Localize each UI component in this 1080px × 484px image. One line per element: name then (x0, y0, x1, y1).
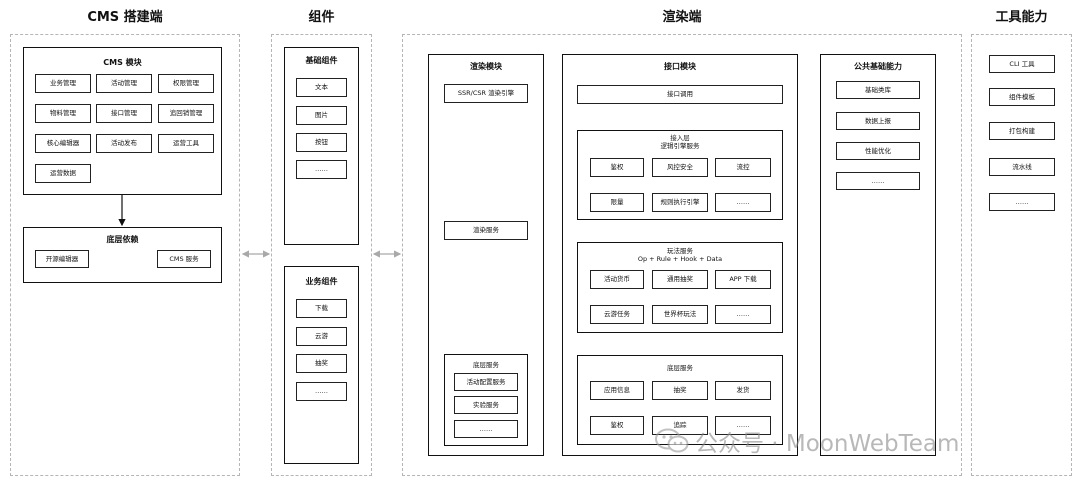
common-more: …… (836, 172, 920, 190)
common-base-library: 基础类库 (836, 81, 920, 99)
cms-item-ops-tools: 运营工具 (158, 134, 214, 153)
tool-cli: CLI 工具 (989, 55, 1055, 73)
logic-engine-title: 逻辑引擎服务 (660, 142, 700, 150)
access-more: …… (715, 193, 771, 212)
business-component-lottery: 抽奖 (296, 354, 347, 373)
tool-component-template: 组件模板 (989, 88, 1055, 106)
play-activity-currency: 活动货币 (590, 270, 644, 289)
play-service-title: 玩法服务 (667, 247, 693, 255)
basic-components-title: 基础组件 (305, 56, 338, 65)
business-component-cloud-game: 云游 (296, 327, 347, 346)
section-title-render: 渲染端 (662, 10, 702, 25)
render-service: 渲染服务 (444, 221, 528, 240)
base-delivery: 发货 (715, 381, 771, 400)
business-component-download: 下载 (296, 299, 347, 318)
access-rule-engine: 规则执行引擎 (652, 193, 708, 212)
cms-item-core-editor: 核心编辑器 (35, 134, 91, 153)
base-app-info: 应用信息 (590, 381, 644, 400)
section-title-tools: 工具能力 (995, 10, 1048, 25)
section-title-cms: CMS 搭建端 (87, 10, 163, 25)
cms-deps-title: 底层依赖 (106, 235, 139, 244)
section-title-components: 组件 (308, 10, 335, 25)
tool-more: …… (989, 193, 1055, 211)
render-base-services-title: 底层服务 (473, 361, 499, 369)
watermark: 公众号 · MoonWebTeam (655, 426, 960, 457)
api-call: 接口调用 (577, 85, 783, 104)
dep-open-source-editor: 开源编辑器 (35, 250, 89, 268)
dep-cms-service: CMS 服务 (157, 250, 211, 268)
basic-component-image: 图片 (296, 106, 347, 125)
render-section (402, 34, 962, 476)
base-more: …… (715, 416, 771, 435)
render-engine: SSR/CSR 渲染引擎 (444, 84, 528, 103)
cms-section (10, 34, 240, 476)
tool-pipeline: 流水线 (989, 158, 1055, 176)
access-layer-title: 接入层 (670, 134, 690, 142)
play-service-formula: Op + Rule + Hook + Data (637, 255, 723, 263)
business-components-title: 业务组件 (305, 277, 338, 286)
api-module-title: 接口模块 (664, 62, 696, 71)
access-flow-control: 流控 (715, 158, 771, 177)
cms-item-api-management: 接口管理 (96, 104, 152, 123)
play-world-cup: 世界杯玩法 (652, 305, 708, 324)
common-capabilities-title: 公共基础能力 (854, 62, 902, 71)
access-auth: 鉴权 (590, 158, 644, 177)
play-cloud-game-task: 云游任务 (590, 305, 644, 324)
api-base-services-title: 底层服务 (667, 364, 693, 372)
cms-item-ops-data: 运营数据 (35, 164, 91, 183)
watermark-text: 公众号 · MoonWebTeam (695, 431, 960, 457)
access-rate-limit: 限量 (590, 193, 644, 212)
play-more: …… (715, 305, 771, 324)
common-perf-optimize: 性能优化 (836, 142, 920, 160)
cms-item-material-management: 物料管理 (35, 104, 91, 123)
render-base-activity-config: 活动配置服务 (454, 373, 518, 391)
common-data-report: 数据上报 (836, 112, 920, 130)
play-app-download: APP 下载 (715, 270, 771, 289)
cms-item-activity-management: 活动管理 (96, 74, 152, 93)
components-section (271, 34, 372, 476)
cms-item-business-management: 业务管理 (35, 74, 91, 93)
cms-module-title: CMS 模块 (103, 58, 142, 67)
cms-item-permission-management: 权限管理 (158, 74, 214, 93)
tools-section (971, 34, 1072, 476)
basic-component-more: …… (296, 160, 347, 179)
render-base-experiment: 实验服务 (454, 396, 518, 414)
access-risk-control: 风控安全 (652, 158, 708, 177)
render-module-title: 渲染模块 (470, 62, 502, 71)
wechat-icon (655, 428, 689, 453)
business-component-more: …… (296, 382, 347, 401)
cms-item-activity-publish: 活动发布 (96, 134, 152, 153)
base-lottery: 抽奖 (652, 381, 708, 400)
tool-build: 打包构建 (989, 122, 1055, 140)
basic-component-text: 文本 (296, 78, 347, 97)
cms-item-recall-management: 追回销管理 (158, 104, 214, 123)
play-general-lottery: 通用抽奖 (652, 270, 708, 289)
basic-component-button: 按钮 (296, 133, 347, 152)
base-auth: 鉴权 (590, 416, 644, 435)
render-base-more: …… (454, 420, 518, 438)
